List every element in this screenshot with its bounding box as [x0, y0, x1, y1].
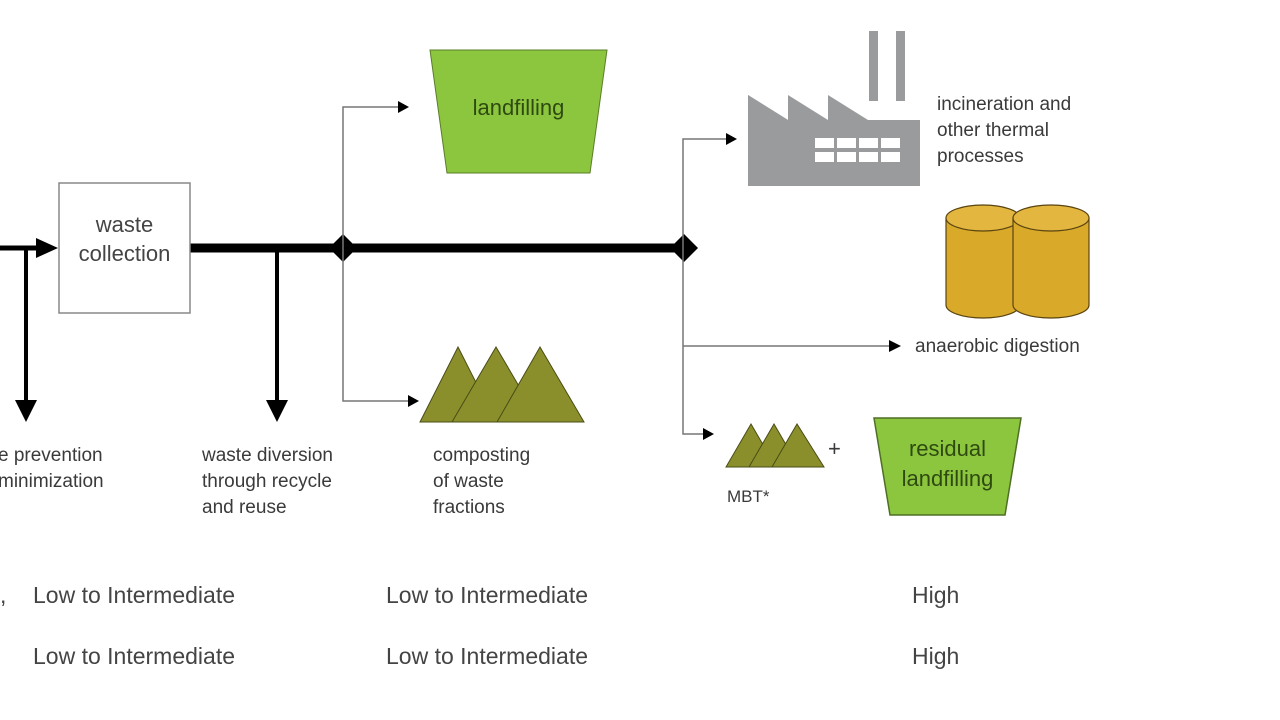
landfill-branch-line: [342, 106, 402, 248]
row-1-prefix: ,: [0, 582, 7, 608]
row-1-col-3: High: [912, 582, 960, 608]
landfilling-label: landfilling: [472, 95, 565, 120]
mbt-piles-icon: [725, 423, 825, 468]
arrow-into-collection-icon: [36, 238, 58, 258]
row-2-col-1: Low to Intermediate: [33, 643, 236, 669]
mbt-arrow-icon: [703, 428, 714, 440]
factory-windows: [815, 138, 900, 162]
mbt-branch-line: [682, 248, 707, 435]
waste-collection-label: waste collection: [78, 212, 171, 266]
landfilling-icon: [429, 49, 608, 174]
row-1-col-2: Low to Intermediate: [386, 582, 589, 608]
compost-piles-icon: [419, 345, 585, 423]
row-2-col-2: Low to Intermediate: [386, 643, 589, 669]
landfill-arrow-icon: [398, 101, 409, 113]
residual-landfilling-label: residual landfilling: [901, 436, 994, 491]
row-2-col-3: High: [912, 643, 960, 669]
incineration-label: incineration and other thermal processes: [937, 94, 1072, 167]
factory-icon: [748, 31, 920, 186]
waste-collection-box: [58, 182, 191, 314]
diversion-arrow-icon: [266, 400, 288, 422]
composting-label: composting of waste fractions: [433, 445, 531, 518]
residual-landfilling-icon: [873, 417, 1022, 516]
prevention-label: e prevention minimization: [0, 445, 104, 492]
anaerobic-digestion-label: anaerobic digestion: [915, 336, 1080, 357]
junction-diamond-2: [670, 234, 698, 262]
incineration-arrow-icon: [726, 133, 737, 145]
mbt-label: MBT*: [727, 487, 770, 506]
incineration-branch-line: [682, 138, 730, 248]
diversion-label: waste diversion through recycle and reus…: [202, 445, 333, 518]
plus-sign: +: [828, 436, 841, 461]
row-1-col-1: Low to Intermediate: [33, 582, 236, 608]
digestion-arrow-icon: [889, 340, 901, 352]
digester-tanks-icon: [945, 204, 1090, 319]
compost-arrow-icon: [408, 395, 419, 407]
compost-branch-line: [342, 248, 412, 402]
prevention-arrow-icon: [15, 400, 37, 422]
